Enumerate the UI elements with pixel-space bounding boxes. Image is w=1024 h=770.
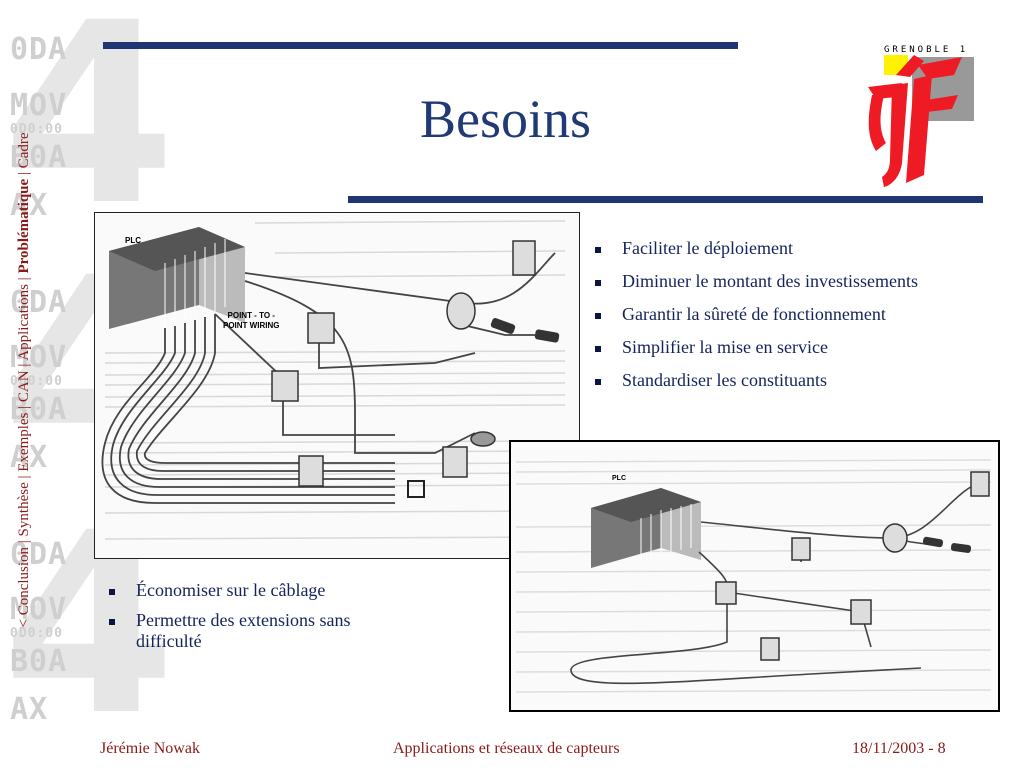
nav-item-cadre[interactable]: Cadre bbox=[16, 132, 32, 169]
watermark-text: 0D0:00 bbox=[10, 374, 63, 389]
sensor-icon bbox=[307, 312, 335, 344]
university-logo bbox=[868, 55, 974, 187]
watermark-text: 0D0:00 bbox=[10, 626, 63, 641]
wiring-diagram bbox=[101, 220, 566, 540]
section-navigation: < Conclusion | Synthèse | Exemples | CAN… bbox=[16, 132, 32, 628]
sensor-icon bbox=[791, 537, 811, 561]
nav-item-applications[interactable]: Applications bbox=[16, 284, 32, 361]
sensor-icon bbox=[970, 471, 990, 497]
sensor-icon bbox=[760, 637, 780, 661]
sensor-icon bbox=[715, 581, 737, 605]
watermark-text: AX bbox=[10, 692, 49, 727]
sensor-icon bbox=[442, 446, 468, 478]
sensor-icon bbox=[512, 240, 536, 276]
footer-course: Applications et réseaux de capteurs bbox=[393, 740, 620, 757]
logo-text: GRENOBLE 1 bbox=[884, 45, 969, 55]
sensor-icon bbox=[850, 599, 872, 625]
watermark-text: MOV bbox=[10, 592, 68, 627]
title-rule-bottom bbox=[348, 196, 983, 203]
footer-date-page: 18/11/2003 - 8 bbox=[852, 740, 946, 757]
watermark-text: B0A bbox=[10, 140, 68, 175]
nav-item-problematique[interactable]: Problématique bbox=[16, 178, 32, 274]
nav-item-exemples[interactable]: Exemples bbox=[16, 412, 32, 472]
title-rule-top bbox=[103, 42, 738, 49]
wiring-label: POINT - TO - POINT WIRING bbox=[223, 311, 280, 330]
watermark-text: B0A bbox=[10, 392, 68, 427]
watermark-text: AX bbox=[10, 188, 49, 223]
list-item: Garantir la sûreté de fonctionnement bbox=[592, 304, 1012, 337]
watermark-text: AX bbox=[10, 440, 49, 475]
list-item: Économiser sur le câblage bbox=[106, 580, 436, 601]
list-item: Standardiser les constituants bbox=[592, 370, 1012, 403]
pushbutton-icon bbox=[470, 431, 496, 447]
watermark-text: 0DA bbox=[10, 32, 68, 67]
nav-prefix: < bbox=[16, 619, 32, 628]
list-item: Diminuer le montant des investissements bbox=[592, 271, 1012, 304]
watermark-text: 0DA bbox=[10, 285, 68, 320]
watermark-text: MOV bbox=[10, 340, 68, 375]
nav-item-can[interactable]: CAN bbox=[16, 370, 32, 403]
watermark-text: 0D0:00 bbox=[10, 122, 63, 137]
point-to-point-wiring-figure: PLC POINT - TO - POINT WIRING bbox=[94, 212, 580, 559]
plc-label: PLC bbox=[125, 236, 141, 245]
nav-item-conclusion[interactable]: Conclusion bbox=[16, 546, 32, 616]
sensor-icon bbox=[298, 455, 324, 487]
plc-label: PLC bbox=[612, 475, 626, 482]
watermark-text: B0A bbox=[10, 644, 68, 679]
sensor-icon bbox=[446, 292, 476, 330]
sensor-icon bbox=[882, 523, 908, 553]
watermark-text: 0DA bbox=[10, 537, 68, 572]
bus-diagram bbox=[515, 459, 992, 693]
sensor-icon bbox=[271, 370, 299, 402]
list-item: Faciliter le déploiement bbox=[592, 238, 1012, 271]
slide-title: Besoins bbox=[420, 89, 592, 149]
list-item: Permettre des extensions sans difficulté bbox=[106, 610, 416, 652]
junction-box-icon bbox=[407, 480, 425, 498]
nav-item-synthese[interactable]: Synthèse bbox=[16, 482, 32, 537]
watermark-text: MOV bbox=[10, 88, 68, 123]
cabling-list: Économiser sur le câblage Permettre des … bbox=[106, 580, 436, 652]
watermark-digit: 4 bbox=[2, 0, 176, 260]
list-item: Simplifier la mise en service bbox=[592, 337, 1012, 370]
footer-author: Jérémie Nowak bbox=[100, 740, 200, 757]
needs-list: Faciliter le déploiement Diminuer le mon… bbox=[592, 238, 1012, 403]
bus-wiring-figure: PLC bbox=[509, 440, 1000, 712]
